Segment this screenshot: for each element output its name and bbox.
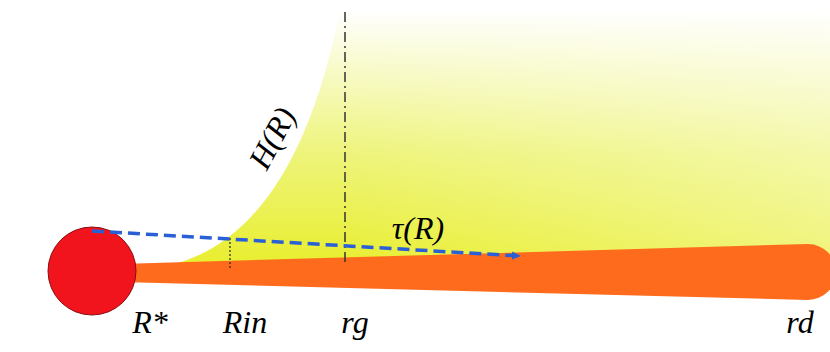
rin-line <box>229 238 230 268</box>
radius-label: Rin <box>223 306 267 338</box>
gas-fade <box>340 10 830 262</box>
optical-depth-label: τ(R) <box>392 212 444 244</box>
rg-line <box>344 12 346 262</box>
star <box>48 227 136 315</box>
radius-label: rd <box>786 306 813 338</box>
radius-label: R* <box>132 306 168 338</box>
radius-label: rg <box>341 306 368 338</box>
gas-region <box>138 10 830 272</box>
ray-arrow <box>92 231 520 256</box>
